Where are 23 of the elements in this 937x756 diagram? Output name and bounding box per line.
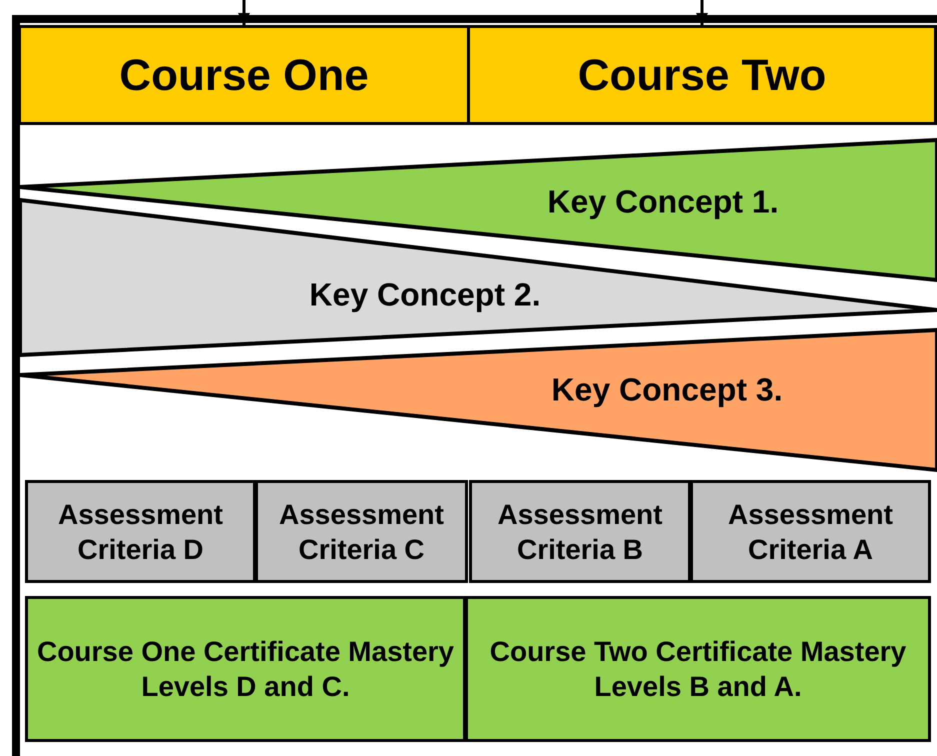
concept-label: Key Concept 2. xyxy=(309,276,541,314)
criteria-box xyxy=(469,480,691,583)
box-label: Course One xyxy=(119,50,369,102)
box-label: Assessment Criteria C xyxy=(278,498,445,566)
criteria-box xyxy=(255,480,468,583)
criteria-box xyxy=(25,480,256,583)
box-label: Assessment Criteria D xyxy=(57,498,224,566)
box-label: Course Two xyxy=(578,50,826,102)
box-label: Course Two Certificate Mastery Levels B and A. xyxy=(488,635,908,704)
box-label: Assessment Criteria B xyxy=(496,498,664,566)
certificate-box xyxy=(25,596,466,742)
box-label: Assessment Criteria A xyxy=(727,498,894,566)
arrow xyxy=(696,0,708,25)
concept-label: Key Concept 3. xyxy=(551,372,783,408)
arrow xyxy=(238,0,250,25)
concept-wedge xyxy=(20,140,937,280)
criteria-box xyxy=(690,480,931,583)
course-header xyxy=(467,25,937,125)
concept-wedge xyxy=(20,330,937,470)
certificate-box xyxy=(465,596,931,742)
course-header xyxy=(18,25,470,125)
concept-label: Key Concept 1. xyxy=(547,184,779,220)
box-label: Course One Certificate Mastery Levels D and C. xyxy=(36,635,456,704)
